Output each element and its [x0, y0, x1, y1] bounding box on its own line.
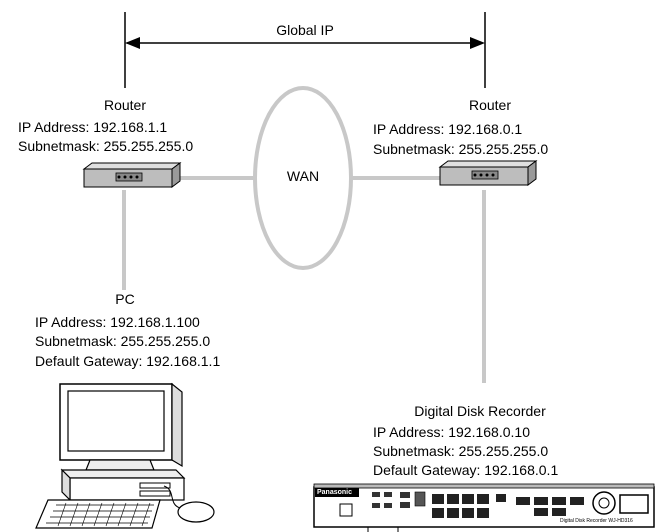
global-ip-arrowhead-left [125, 37, 140, 49]
left-router-title: Router [103, 97, 147, 113]
pc-ip: IP Address: 192.168.1.100 [35, 314, 200, 330]
left-router-mask: Subnetmask: 255.255.255.0 [18, 138, 194, 154]
right-router-ip: IP Address: 192.168.0.1 [373, 121, 523, 137]
router-left-icon [82, 162, 182, 188]
right-router-title: Router [468, 97, 512, 113]
router-right-icon [438, 160, 538, 186]
pc-icon [35, 382, 215, 529]
pc-mask: Subnetmask: 255.255.255.0 [35, 333, 211, 349]
pc-title: PC [115, 291, 135, 307]
recorder-model-label: Digital Disk Recorder WJ-HD316 [560, 518, 633, 524]
right-router-mask: Subnetmask: 255.255.255.0 [373, 141, 549, 157]
recorder-icon [313, 483, 655, 532]
recorder-gateway: Default Gateway: 192.168.0.1 [373, 462, 559, 478]
recorder-title: Digital Disk Recorder [414, 403, 546, 419]
recorder-brand-label: Panasonic [317, 489, 353, 496]
recorder-ip: IP Address: 192.168.0.10 [373, 424, 530, 440]
global-ip-arrowhead-right [470, 37, 485, 49]
global-ip-label: Global IP [276, 22, 334, 38]
pc-gateway: Default Gateway: 192.168.1.1 [35, 353, 221, 369]
wan-label: WAN [286, 168, 320, 184]
left-router-ip: IP Address: 192.168.1.1 [18, 119, 168, 135]
recorder-mask: Subnetmask: 255.255.255.0 [373, 443, 549, 459]
